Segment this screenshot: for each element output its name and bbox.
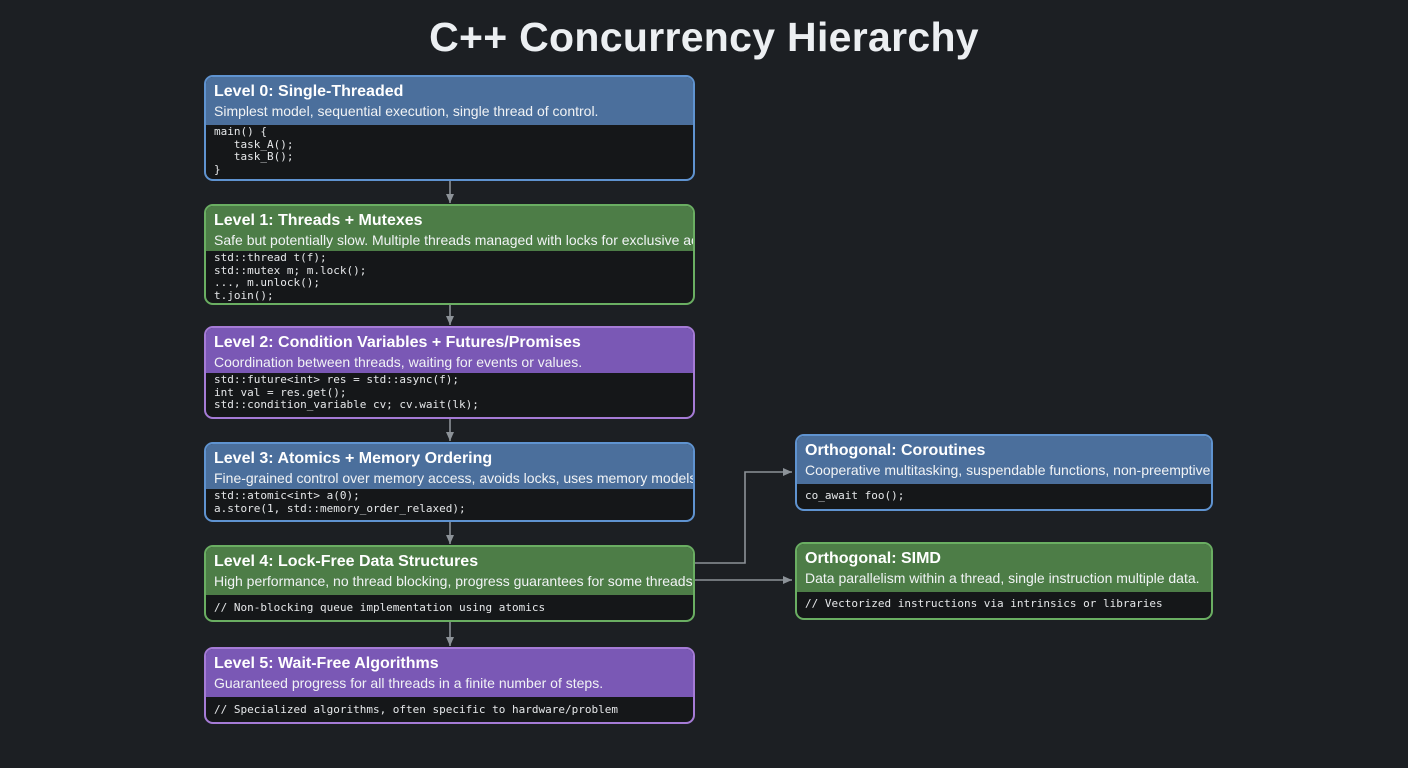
level-1-box: Level 1: Threads + Mutexes Safe but pote… xyxy=(204,204,695,305)
level-1-description: Safe but potentially slow. Multiple thre… xyxy=(214,232,695,248)
level-5-code: // Specialized algorithms, often specifi… xyxy=(214,703,618,716)
simd-title: Orthogonal: SIMD xyxy=(805,550,941,567)
level-5-box: Level 5: Wait-Free Algorithms Guaranteed… xyxy=(204,647,695,724)
level-1-title: Level 1: Threads + Mutexes xyxy=(214,212,423,229)
level-2-title: Level 2: Condition Variables + Futures/P… xyxy=(214,334,581,351)
level-1-code: std::thread t(f); std::mutex m; m.lock()… xyxy=(214,251,367,302)
orthogonal-coroutines-box: Orthogonal: Coroutines Cooperative multi… xyxy=(795,434,1213,511)
coroutines-title: Orthogonal: Coroutines xyxy=(805,442,986,459)
level-2-description: Coordination between threads, waiting fo… xyxy=(214,354,583,370)
level-3-title: Level 3: Atomics + Memory Ordering xyxy=(214,450,493,467)
level-2-box: Level 2: Condition Variables + Futures/P… xyxy=(204,326,695,419)
level-3-box: Level 3: Atomics + Memory Ordering Fine-… xyxy=(204,442,695,522)
coroutines-code: co_await foo(); xyxy=(805,489,905,502)
coroutines-description: Cooperative multitasking, suspendable fu… xyxy=(805,462,1213,478)
level-3-description: Fine-grained control over memory access,… xyxy=(214,470,695,486)
level-2-code: std::future<int> res = std::async(f); in… xyxy=(214,373,479,411)
level-4-description: High performance, no thread blocking, pr… xyxy=(214,573,695,589)
level-4-box: Level 4: Lock-Free Data Structures High … xyxy=(204,545,695,622)
simd-code: // Vectorized instructions via intrinsic… xyxy=(805,597,1163,610)
level-0-title: Level 0: Single-Threaded xyxy=(214,83,404,100)
level-4-title: Level 4: Lock-Free Data Structures xyxy=(214,553,479,570)
level-0-code: main() { task_A(); task_B(); } xyxy=(214,125,294,176)
orthogonal-simd-box: Orthogonal: SIMD Data parallelism within… xyxy=(795,542,1213,620)
simd-description: Data parallelism within a thread, single… xyxy=(805,570,1200,586)
level-0-description: Simplest model, sequential execution, si… xyxy=(214,103,599,119)
level-3-code: std::atomic<int> a(0); a.store(1, std::m… xyxy=(214,489,466,515)
diagram-title: C++ Concurrency Hierarchy xyxy=(429,14,979,60)
level-5-description: Guaranteed progress for all threads in a… xyxy=(214,675,604,691)
level-4-code: // Non-blocking queue implementation usi… xyxy=(214,601,546,614)
arrow-level4-to-coroutines xyxy=(695,468,792,564)
level-0-box: Level 0: Single-Threaded Simplest model,… xyxy=(204,75,695,181)
level-5-title: Level 5: Wait-Free Algorithms xyxy=(214,655,439,672)
